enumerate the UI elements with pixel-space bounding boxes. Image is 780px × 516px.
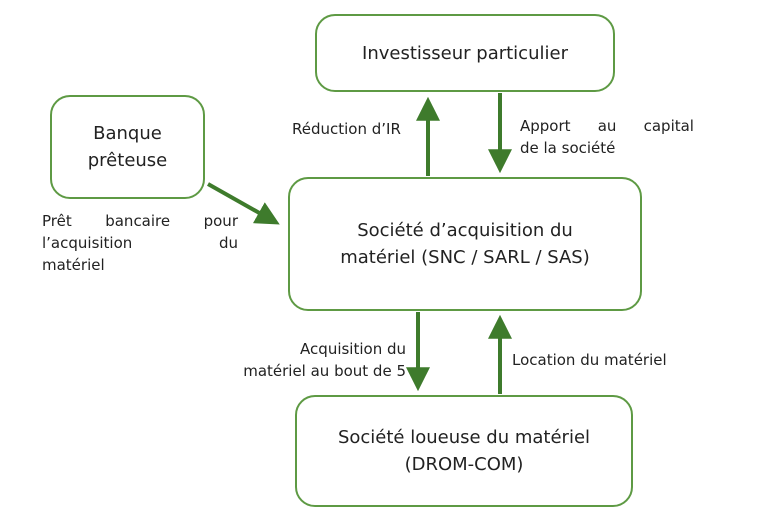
bank-loan-line2: l’acquisition du <box>42 232 238 254</box>
rental-company-label-line1: Société loueuse du matériel <box>337 427 591 448</box>
rental-company-box: Société loueuse du matériel (DROM-COM) <box>295 395 633 507</box>
ir-reduction-text: Réduction d’IR <box>292 120 401 138</box>
bank-box-label-line2: prêteuse <box>87 150 168 171</box>
rental-company-label-line2: (DROM-COM) <box>404 454 524 475</box>
acquisition-company-box: Société d’acquisition du matériel (SNC /… <box>288 177 642 311</box>
bank-box: Banque prêteuse <box>50 95 205 199</box>
loan-word-1: Prêt <box>42 212 72 230</box>
loan-word-4: l’acquisition <box>42 234 133 252</box>
bank-loan-label: Prêt bancaire pour l’acquisition du maté… <box>42 210 238 276</box>
investor-box: Investisseur particulier <box>315 14 615 92</box>
bank-box-label-line1: Banque <box>93 123 162 144</box>
equipment-rental-label: Location du matériel <box>512 349 667 371</box>
capital-word-1: Apport <box>520 117 571 135</box>
arrow-bank-loan <box>207 182 280 225</box>
loan-word-2: bancaire <box>105 212 171 230</box>
equipment-acquisition-line2: matériel au bout de 5 <box>243 362 406 380</box>
acquisition-company-label-line2: matériel (SNC / SARL / SAS) <box>340 247 590 268</box>
equipment-acquisition-label: Acquisition du matériel au bout de 5 <box>200 338 406 382</box>
bank-loan-line1: Prêt bancaire pour <box>42 210 238 232</box>
capital-contribution-label: Apport au capital de la société <box>520 115 694 159</box>
acquisition-company-label-line1: Société d’acquisition du <box>357 220 573 241</box>
capital-contribution-line1: Apport au capital <box>520 115 694 137</box>
loan-word-3: pour <box>203 212 238 230</box>
bank-loan-line3: matériel <box>42 256 105 274</box>
investor-box-label: Investisseur particulier <box>362 42 568 64</box>
equipment-rental-text: Location du matériel <box>512 351 667 369</box>
equipment-acquisition-line1: Acquisition du <box>300 340 406 358</box>
loan-word-5: du <box>218 234 238 252</box>
capital-word-2: au <box>597 117 617 135</box>
ir-reduction-label: Réduction d’IR <box>292 118 401 140</box>
capital-contribution-line2: de la société <box>520 139 616 157</box>
capital-word-3: capital <box>643 117 694 135</box>
